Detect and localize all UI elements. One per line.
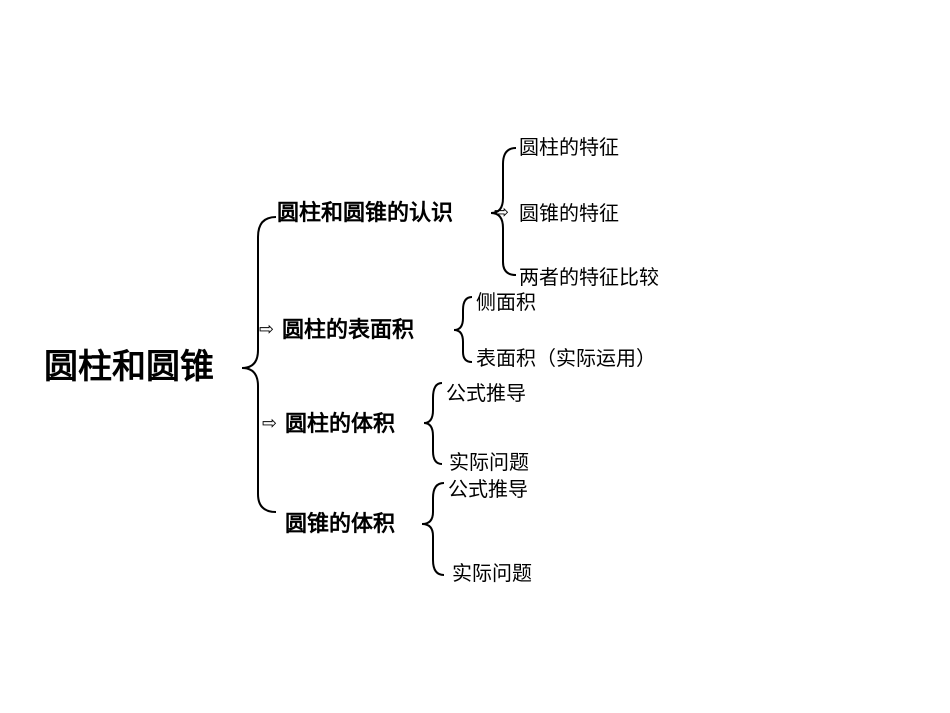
root-topic: 圆柱和圆锥 xyxy=(44,347,214,387)
brace-branch-4 xyxy=(421,482,445,576)
branch-2-label: 圆柱的表面积 xyxy=(282,318,415,343)
branch-1-child-1: 圆柱的特征 xyxy=(519,135,619,159)
brace-branch-3 xyxy=(423,382,443,465)
branch-2-child-2: 表面积（实际运用） xyxy=(476,346,656,370)
arrow-icon: ⇨ xyxy=(259,319,275,340)
branch-1-child-2: 圆锥的特征 xyxy=(519,201,619,225)
branch-3-child-1: 公式推导 xyxy=(446,381,526,405)
branch-4-label: 圆锥的体积 xyxy=(285,512,396,537)
arrow-icon: ⇨ xyxy=(494,202,510,223)
branch-3-label: 圆柱的体积 xyxy=(285,412,396,437)
branch-2-child-1: 侧面积 xyxy=(476,290,536,314)
brace-branch-2 xyxy=(453,296,473,363)
branch-1-child-3: 两者的特征比较 xyxy=(519,265,659,289)
branch-3-child-2: 实际问题 xyxy=(449,450,529,474)
brace-branch-1 xyxy=(490,147,517,276)
branch-4-child-1: 公式推导 xyxy=(448,477,528,501)
root-brace xyxy=(241,216,277,513)
branch-1-label: 圆柱和圆锥的认识 xyxy=(277,201,454,226)
branch-4-child-2: 实际问题 xyxy=(452,561,532,585)
arrow-icon: ⇨ xyxy=(262,413,278,434)
